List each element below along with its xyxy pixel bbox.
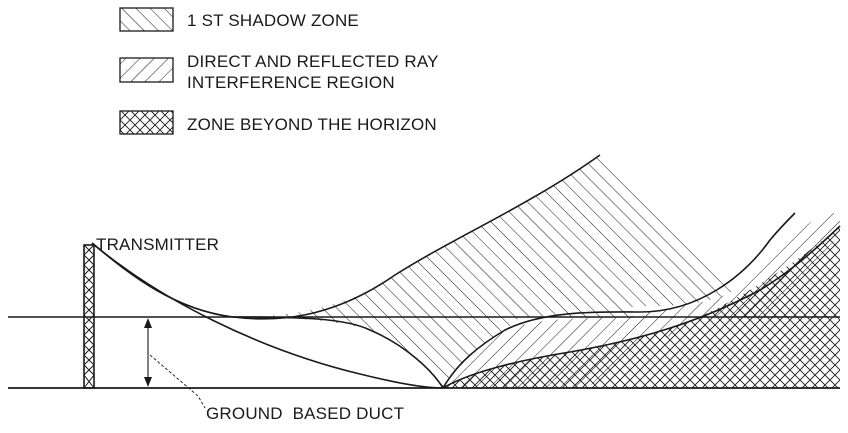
ray-to-ground bbox=[91, 242, 444, 389]
tower-lattice bbox=[83, 244, 95, 389]
ray-diffracted bbox=[232, 316, 444, 389]
legend-swatch-horizon bbox=[119, 110, 174, 135]
legend-item-shadow: 1 ST SHADOW ZONE bbox=[119, 7, 359, 32]
legend-item-interference: DIRECT AND REFLECTED RAY INTERFERENCE RE… bbox=[119, 52, 439, 92]
legend: 1 ST SHADOW ZONE DIRECT AND REFLECTED RA… bbox=[119, 7, 439, 135]
duct-label: GROUND BASED DUCT bbox=[206, 404, 404, 423]
duct-arrow-up bbox=[144, 318, 152, 328]
duct-leader-line bbox=[149, 354, 206, 409]
hatched-regions bbox=[233, 155, 845, 388]
legend-label-interference-line1: DIRECT AND REFLECTED RAY bbox=[187, 52, 439, 71]
beyond-horizon-region bbox=[443, 226, 840, 388]
duct-dimension: GROUND BASED DUCT bbox=[144, 318, 404, 423]
legend-label-horizon: ZONE BEYOND THE HORIZON bbox=[187, 115, 437, 134]
legend-label-shadow: 1 ST SHADOW ZONE bbox=[187, 11, 359, 30]
legend-swatch-shadow bbox=[119, 7, 174, 32]
ray-horizon-boundary bbox=[442, 225, 841, 389]
ray-curves bbox=[91, 154, 841, 389]
legend-swatch-interference bbox=[119, 57, 174, 83]
duct-arrow-down bbox=[144, 377, 152, 387]
legend-label-interference-line2: INTERFERENCE REGION bbox=[187, 73, 395, 92]
transmitter-label: TRANSMITTER bbox=[96, 235, 219, 254]
legend-item-horizon: ZONE BEYOND THE HORIZON bbox=[119, 110, 437, 135]
ray-reflected-rising bbox=[442, 212, 796, 389]
transmitter-tower: TRANSMITTER bbox=[83, 235, 219, 389]
tower-frame bbox=[83, 244, 95, 389]
shadow-zone-region bbox=[233, 155, 735, 388]
